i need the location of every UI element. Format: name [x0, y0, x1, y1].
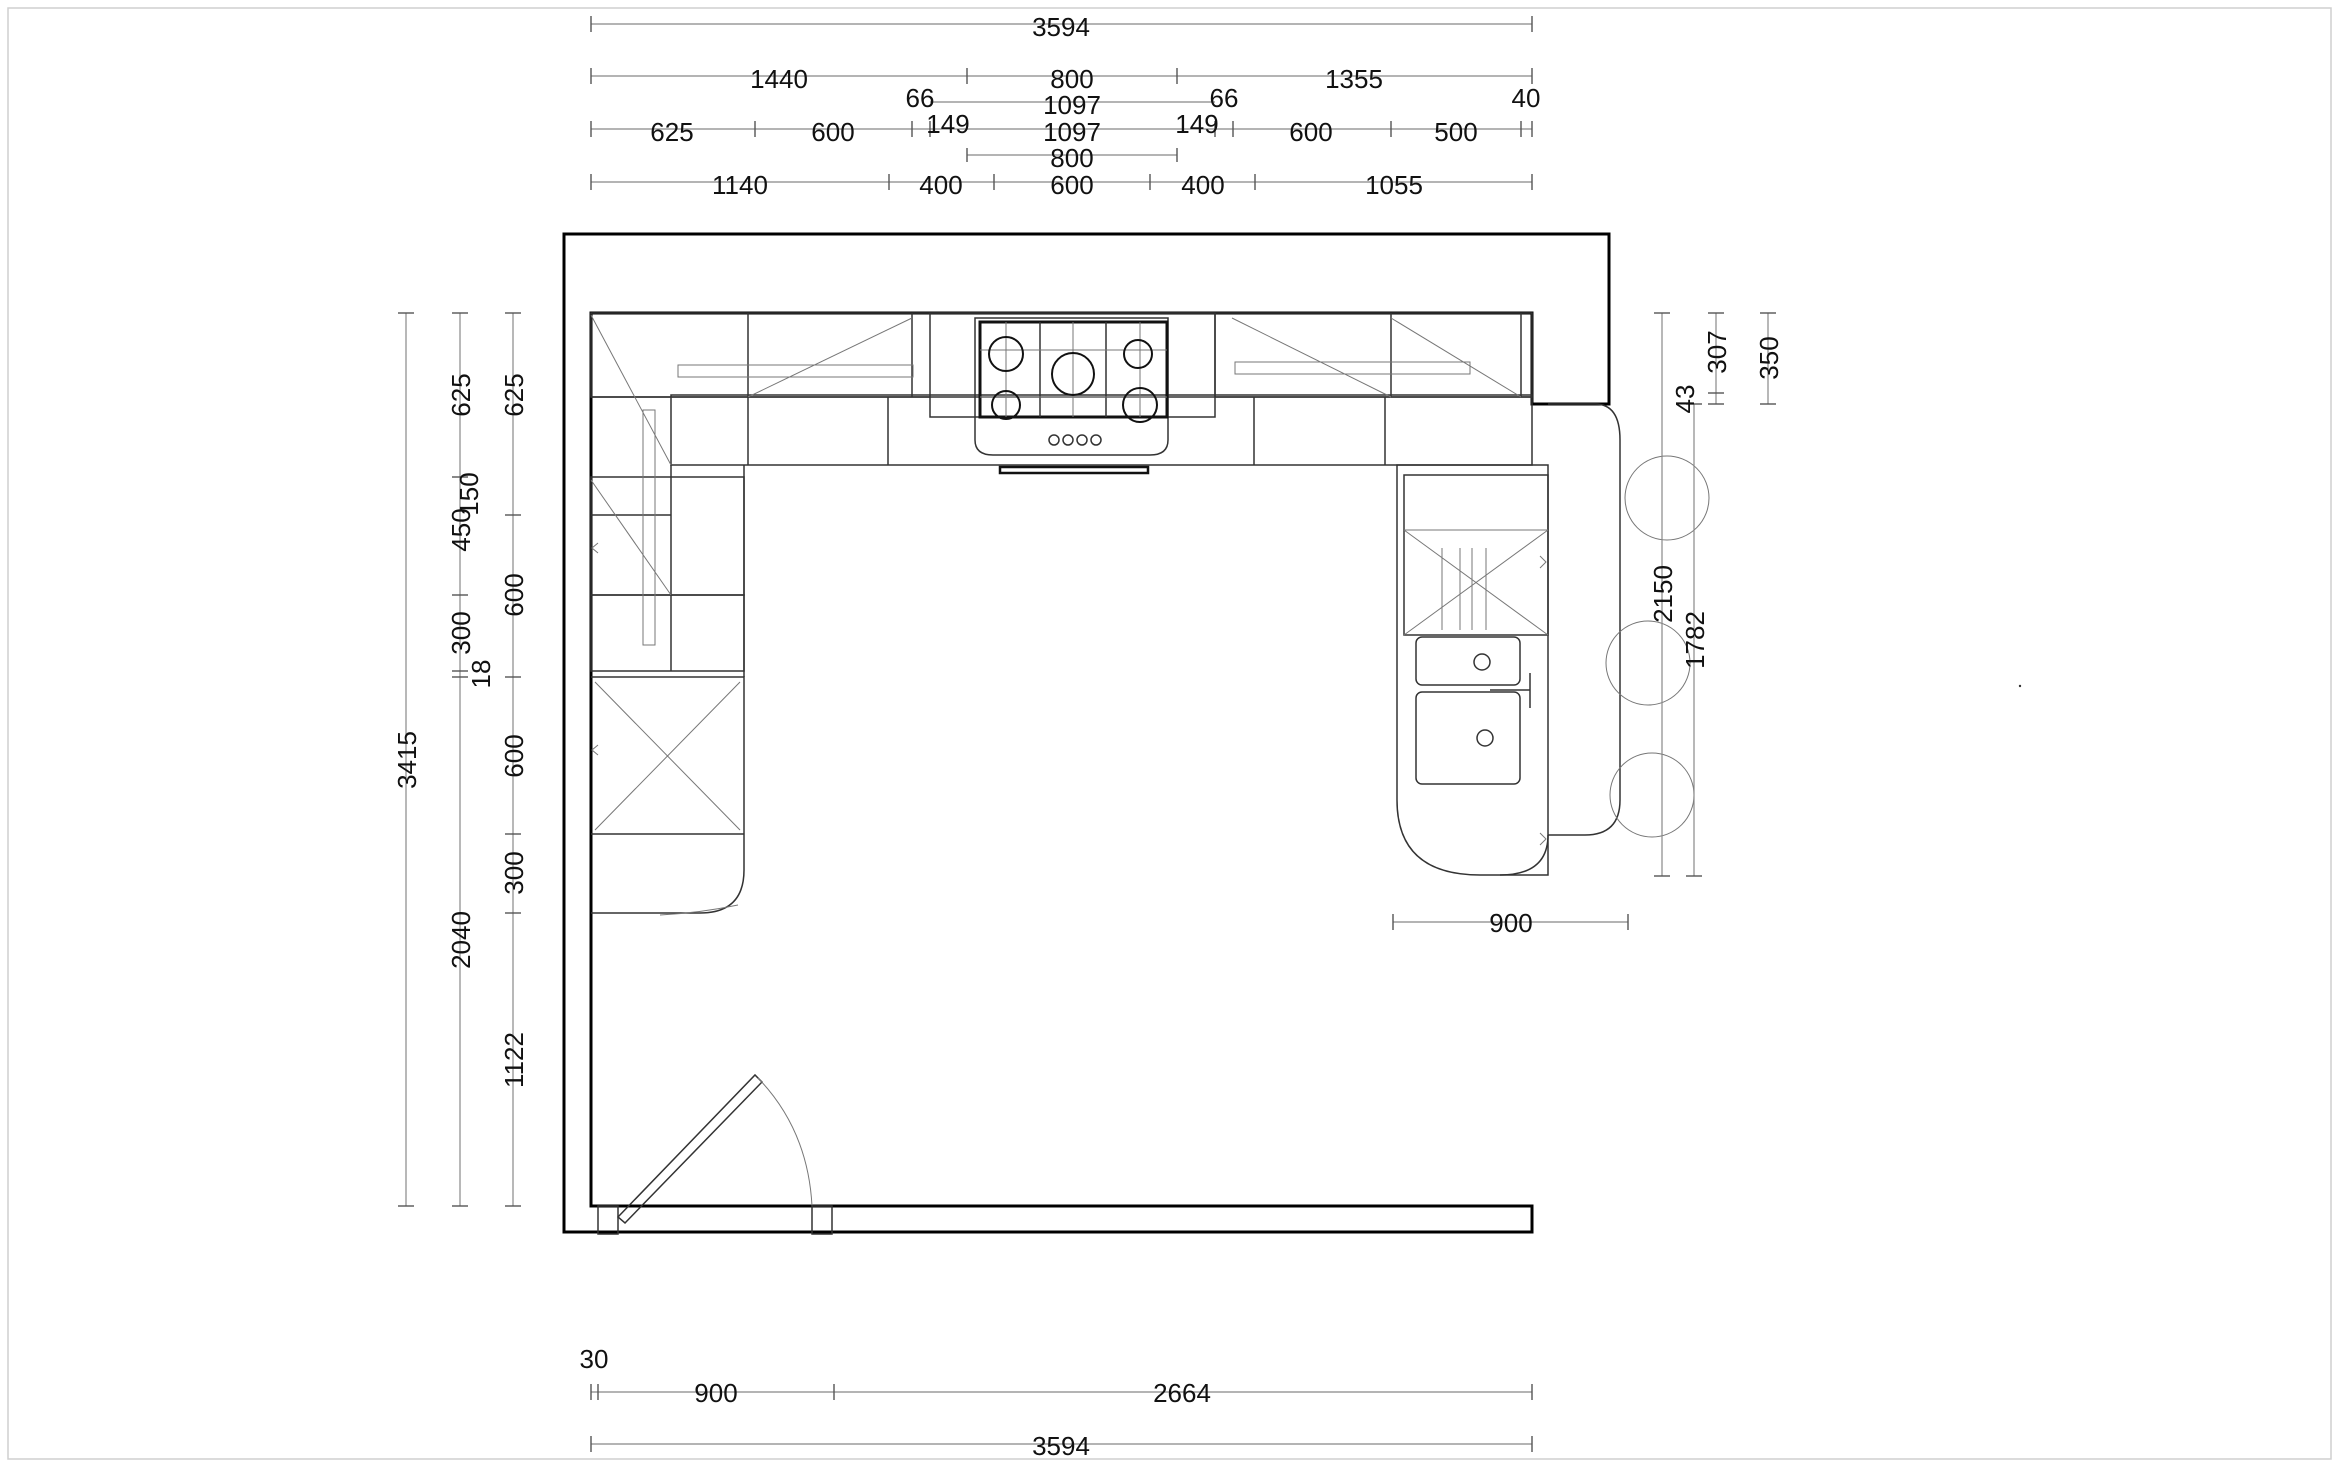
dim-label: 2664: [1153, 1378, 1211, 1408]
dim-bottom-overall: 3594: [1032, 1431, 1090, 1461]
dim-label: 18: [466, 660, 496, 689]
stool-icon: [1624, 455, 1710, 541]
dim-label: 30: [580, 1344, 609, 1374]
dim-label: 450: [446, 508, 476, 551]
burner-icon: [1122, 387, 1158, 423]
hob-and-hood: [929, 312, 1216, 475]
dim-label: 900: [694, 1378, 737, 1408]
dim-label: 40: [1512, 83, 1541, 113]
dim-label: 400: [1181, 170, 1224, 200]
dim-label: 500: [1434, 117, 1477, 147]
dim-label: 149: [926, 109, 969, 139]
knob-icon: [1076, 434, 1088, 446]
top-cabinet-run: [590, 312, 1533, 466]
dim-label: 625: [446, 373, 476, 416]
dim-label: 307: [1702, 330, 1732, 373]
dim-label: 600: [499, 573, 529, 616]
dim-label: 625: [650, 117, 693, 147]
page-frame: [7, 7, 2332, 1460]
dim-label: 600: [1289, 117, 1332, 147]
knob-icon: [1062, 434, 1074, 446]
dim-label: 149: [1175, 109, 1218, 139]
dim-label: 1097: [1043, 117, 1101, 147]
dim-label: 43: [1670, 385, 1700, 414]
stool-icon: [1605, 620, 1691, 706]
tap-icon: [1490, 673, 1531, 708]
dim-label: 1782: [1680, 611, 1710, 669]
dim-label: 800: [1050, 64, 1093, 94]
room-walls: [562, 232, 1611, 1234]
dim-label: 1355: [1325, 64, 1383, 94]
dim-peninsula-width: 900: [1489, 908, 1532, 938]
dim-label: 625: [499, 373, 529, 416]
knob-icon: [1048, 434, 1060, 446]
dim-top-overall: 3594: [1032, 12, 1090, 42]
left-cabinet-run: [590, 409, 745, 916]
dim-label: 600: [499, 734, 529, 777]
drain-icon: [1476, 729, 1494, 747]
burner-icon: [1051, 352, 1095, 396]
dim-label: 300: [446, 611, 476, 654]
dim-label: 300: [499, 851, 529, 894]
burner-icon: [988, 336, 1024, 372]
dim-label: 600: [1050, 170, 1093, 200]
dim-label: 1055: [1365, 170, 1423, 200]
burner-icon: [1123, 339, 1153, 369]
dim-label: 2040: [446, 911, 476, 969]
dimension-lines: [398, 16, 1776, 1452]
dim-label: 66: [906, 83, 935, 113]
drain-icon: [1473, 653, 1491, 671]
knob-icon: [1090, 434, 1102, 446]
burner-icon: [991, 390, 1021, 420]
dim-left-outer: 3415: [392, 731, 422, 789]
dim-label: 1440: [750, 64, 808, 94]
dim-label: 1140: [712, 170, 768, 200]
dim-label: 1122: [499, 1032, 529, 1088]
dim-label: 150: [454, 472, 484, 515]
dim-label: 400: [919, 170, 962, 200]
right-cabinet-run: [1396, 403, 2022, 876]
door: [597, 1073, 833, 1235]
dim-label: 1097: [1043, 90, 1101, 120]
dim-label: 66: [1210, 83, 1239, 113]
dim-label: 600: [811, 117, 854, 147]
dim-label: 350: [1754, 336, 1784, 379]
dimension-labels: 3594 1440 800 1355 66 1097 66 40 625 600…: [392, 12, 1784, 1461]
dim-label: 2150: [1648, 565, 1678, 623]
dim-label: 800: [1050, 143, 1093, 173]
stool-icon: [1609, 752, 1695, 838]
